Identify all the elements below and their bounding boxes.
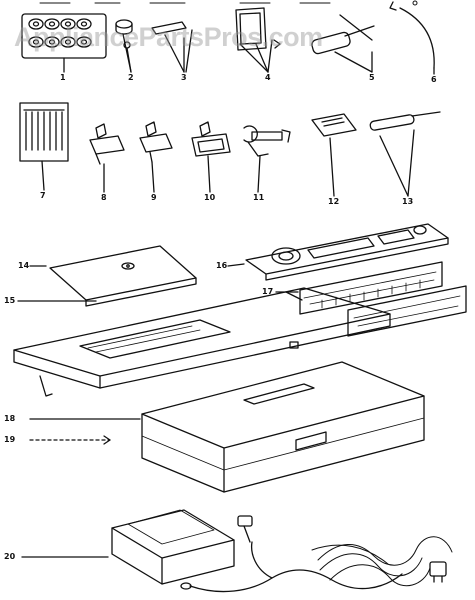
callout-8: 8 [101, 193, 107, 202]
callout-13: 13 [402, 197, 414, 206]
callout-3: 3 [181, 73, 187, 82]
cord-part [389, 1, 435, 75]
buttonhole-foot-part [243, 125, 291, 193]
callout-16: 16 [216, 261, 228, 270]
item-19-leader [29, 435, 111, 445]
top-edge-fragments [39, 0, 418, 6]
needle-plate-part [311, 113, 357, 197]
callout-7: 7 [40, 191, 46, 200]
callout-4: 4 [265, 73, 271, 82]
callout-12: 12 [328, 197, 340, 206]
presser-foot-part-8 [89, 123, 125, 193]
callout-1: 1 [60, 73, 66, 82]
spool-cap-part [115, 19, 133, 73]
cover-plate-part [235, 7, 281, 73]
brush-screwdriver-part [369, 111, 441, 197]
watermark-text: AppliancePartsPros.com [14, 22, 323, 52]
callout-11: 11 [253, 193, 265, 202]
oiler-part [311, 14, 375, 73]
pattern-cam-plates-part [275, 261, 467, 337]
callout-15: 15 [4, 296, 16, 305]
callout-20: 20 [4, 552, 16, 561]
presser-foot-part-9 [139, 121, 173, 193]
accessory-tray-part [227, 223, 449, 281]
callout-19: 19 [4, 435, 16, 444]
callout-5: 5 [369, 73, 375, 82]
presser-foot-part-10 [191, 121, 231, 193]
slide-plate-part [29, 245, 197, 307]
spool-pin-part [151, 21, 193, 73]
callout-18: 18 [4, 414, 16, 423]
callout-6: 6 [431, 75, 437, 84]
callout-9: 9 [151, 193, 157, 202]
extension-table-part [13, 287, 391, 397]
callout-10: 10 [204, 193, 216, 202]
carrying-case-part [29, 361, 425, 493]
needle-pack-part [19, 102, 69, 191]
foot-controller-part [21, 509, 453, 593]
callout-14: 14 [18, 261, 30, 270]
callout-17: 17 [262, 287, 274, 296]
bobbin-set-part [21, 13, 107, 73]
callout-2: 2 [128, 73, 134, 82]
